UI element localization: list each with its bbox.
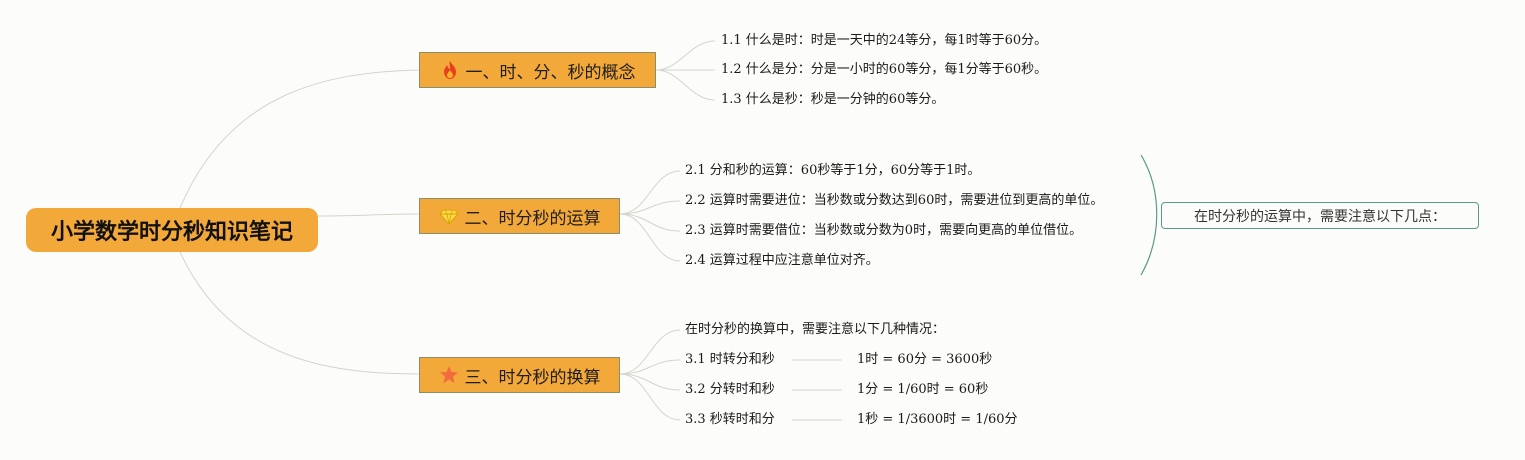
leaf-2-2[interactable]: 2.2 运算时需要进位：当秒数或分数达到60时，需要进位到更高的单位。 (685, 193, 1104, 208)
connector-b3-leaf-3 (619, 373, 681, 421)
branch-conversion[interactable]: 三、时分秒的换算 (419, 357, 620, 393)
fire-icon (440, 60, 460, 80)
connector-b1-leaf-1 (655, 40, 716, 71)
leaf-3-2-value[interactable]: 1分 = 1/60时 = 60秒 (857, 382, 989, 397)
branch-label: 二、时分秒的运算 (464, 208, 601, 229)
connector-b2-leaf-3 (619, 213, 681, 232)
leaf-1-1[interactable]: 1.1 什么是时：时是一天中的24等分，每1时等于60分。 (721, 33, 1048, 48)
branch-operations[interactable]: 二、时分秒的运算 (419, 198, 620, 234)
connector-b2-leaf-2 (619, 200, 681, 215)
branch-concepts[interactable]: 一、时、分、秒的概念 (419, 52, 656, 88)
connector-root-branch-3 (179, 251, 420, 375)
leaf-2-4[interactable]: 2.4 运算过程中应注意单位对齐。 (685, 253, 879, 268)
leaf-3-3-value[interactable]: 1秒 = 1/3600时 = 1/60分 (857, 412, 1018, 427)
connector-b3-leaf-2 (619, 373, 681, 391)
leaf-3-1-value[interactable]: 1时 = 60分 = 3600秒 (857, 352, 993, 367)
branch-label: 三、时分秒的换算 (464, 367, 601, 388)
connector-root-branch-2 (317, 213, 420, 217)
connector-b2-leaf-4 (619, 213, 681, 262)
branch-label: 一、时、分、秒的概念 (465, 62, 636, 83)
gem-icon (438, 206, 459, 226)
leaf-2-1[interactable]: 2.1 分和秒的运算：60秒等于1分，60分等于1时。 (685, 163, 981, 178)
leaf-3-intro[interactable]: 在时分秒的换算中，需要注意以下几种情况： (685, 322, 946, 337)
leaf-1-3[interactable]: 1.3 什么是秒：秒是一分钟的60等分。 (721, 92, 945, 107)
leaf-3-3[interactable]: 3.3 秒转时和分 (685, 412, 775, 427)
leaf-1-2[interactable]: 1.2 什么是分：分是一小时的60等分，每1分等于60秒。 (721, 62, 1048, 77)
connector-b3-leaf-1 (619, 359, 681, 375)
leaf-3-2[interactable]: 3.2 分转时和秒 (685, 382, 775, 397)
summary-brace (1140, 154, 1158, 276)
star-icon (439, 365, 459, 385)
root-topic[interactable]: 小学数学时分秒知识笔记 (26, 208, 318, 252)
leaf-3-1[interactable]: 3.1 时转分和秒 (685, 352, 775, 367)
connector-b3-intro (619, 329, 681, 375)
connector-b2-leaf-1 (619, 170, 681, 215)
leaf-2-3[interactable]: 2.3 运算时需要借位：当秒数或分数为0时，需要向更高的单位借位。 (685, 223, 1083, 238)
summary-callout[interactable]: 在时分秒的运算中，需要注意以下几点： (1161, 202, 1479, 229)
connector-b1-leaf-3 (655, 69, 716, 101)
connector-root-branch-1 (179, 69, 420, 209)
